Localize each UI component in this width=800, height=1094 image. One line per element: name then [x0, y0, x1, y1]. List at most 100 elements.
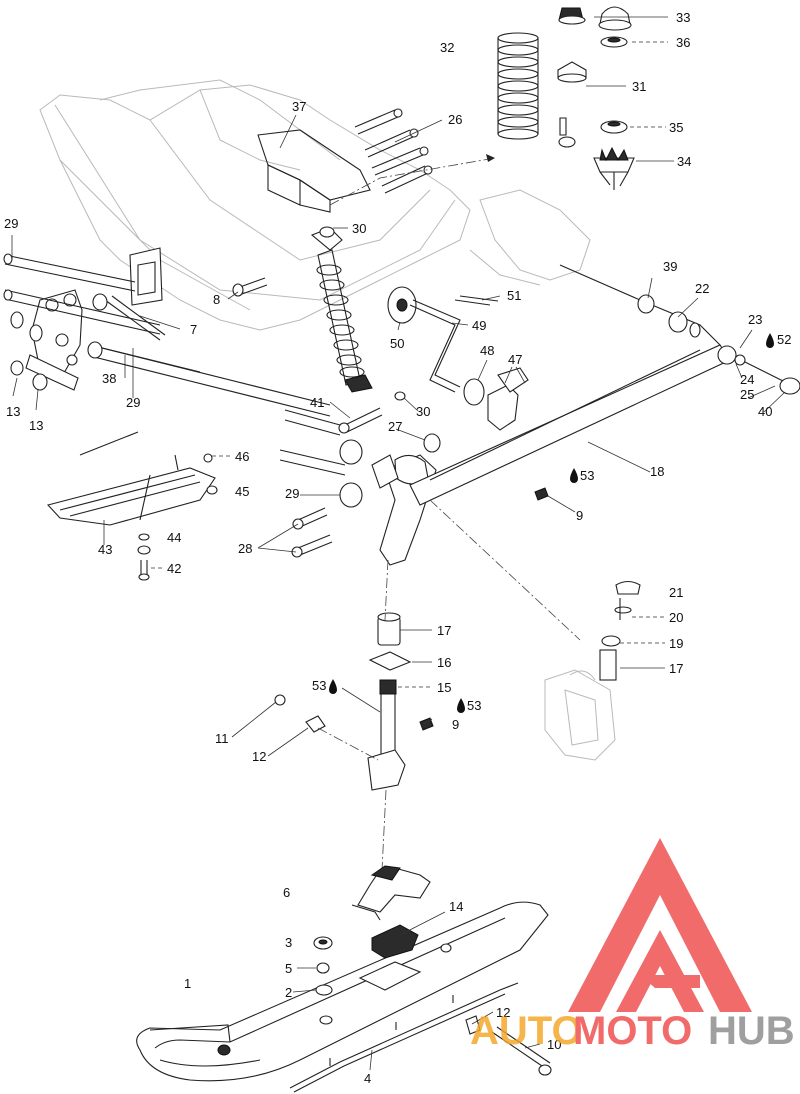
centerline [381, 559, 389, 871]
ski-saddle-6 [351, 865, 431, 921]
callout-30-mid: 30 [416, 404, 430, 419]
watermark-text-hub: HUB [708, 1009, 795, 1053]
callout-13-right: 13 [29, 418, 43, 433]
callout-12-lower: 12 [496, 1005, 510, 1020]
callout-12-upper: 12 [252, 749, 266, 764]
callout-19: 19 [669, 636, 683, 651]
arm-49-50 [387, 286, 499, 393]
callout-48: 48 [480, 343, 494, 358]
bushings-27-29 [339, 433, 441, 508]
callout-13-left: 13 [6, 404, 20, 419]
callout-20: 20 [669, 610, 683, 625]
bolt-41 [338, 391, 406, 434]
center-column-parts [274, 612, 434, 791]
sway-bar-hardware [559, 264, 721, 346]
callout-22: 22 [695, 281, 709, 296]
watermark-text-auto: AUTO [470, 1009, 583, 1053]
spring-32 [497, 32, 539, 140]
callout-41: 41 [310, 395, 324, 410]
arrow-head-top [486, 154, 495, 162]
tie-rod-18 [409, 344, 800, 506]
callout-10: 10 [547, 1037, 561, 1052]
callout-49: 49 [472, 318, 486, 333]
oil-drop-icons [329, 333, 774, 713]
callout-45: 45 [235, 484, 249, 499]
callout-47: 47 [508, 352, 522, 367]
callout-1: 1 [184, 976, 191, 991]
oil-drop-icon [766, 333, 774, 348]
bolt-8 [232, 277, 268, 297]
callout-16: 16 [437, 655, 451, 670]
centerline-12 [317, 727, 379, 761]
bushings-13 [10, 311, 48, 391]
callout-31: 31 [632, 79, 646, 94]
clamps-47-48 [463, 367, 529, 431]
callout-17-center: 17 [437, 623, 451, 638]
callout-51: 51 [507, 288, 521, 303]
watermark-text-moto: MOTO [573, 1009, 692, 1053]
callout-42: 42 [167, 561, 181, 576]
callout-25: 25 [740, 387, 754, 402]
callout-5: 5 [285, 961, 292, 976]
steering-spindle [371, 454, 437, 566]
bolts-28 [291, 507, 333, 558]
oil-drop-icon [457, 698, 465, 713]
callout-11: 11 [215, 731, 229, 746]
callout-37: 37 [292, 99, 306, 114]
ski-bolt-10 [465, 1015, 552, 1076]
watermark-triangle-icon [568, 838, 752, 1012]
callout-30-top: 30 [352, 221, 366, 236]
ski-pad-14 [371, 924, 419, 959]
spring-hardware [557, 6, 635, 190]
watermark-logo: AUTO MOTO HUB [470, 838, 795, 1053]
callout-4: 4 [364, 1071, 371, 1086]
axle-rods [3, 253, 346, 476]
ski-stopper [46, 431, 218, 581]
right-spindle-parts [544, 580, 641, 761]
callout-27: 27 [388, 419, 402, 434]
callout-2: 2 [285, 985, 292, 1000]
centerline-right [429, 499, 581, 641]
callout-8: 8 [213, 292, 220, 307]
callout-21: 21 [669, 585, 683, 600]
callout-33: 33 [676, 10, 690, 25]
callout-34: 34 [677, 154, 691, 169]
oil-drop-icon [329, 679, 337, 694]
callout-29-left: 29 [4, 216, 18, 231]
ski-hardware-3-5-2 [313, 936, 333, 996]
callout-26: 26 [448, 112, 462, 127]
callout-35: 35 [669, 120, 683, 135]
callout-36: 36 [676, 35, 690, 50]
callout-labels: 33 36 32 31 37 26 35 34 30 29 39 22 51 2… [4, 10, 791, 1086]
callout-50: 50 [390, 336, 404, 351]
callout-43: 43 [98, 542, 112, 557]
arrow-line-top [329, 157, 496, 206]
small-fastener-9a [534, 487, 549, 501]
callout-44: 44 [167, 530, 181, 545]
bracket-37 [257, 129, 371, 213]
callout-14: 14 [449, 899, 463, 914]
pivot-plate [25, 289, 83, 391]
callout-40: 40 [758, 404, 772, 419]
callout-6: 6 [283, 885, 290, 900]
callout-53-center: 53 [312, 678, 326, 693]
oil-drop-icon [570, 468, 578, 483]
callout-23: 23 [748, 312, 762, 327]
callout-15: 15 [437, 680, 451, 695]
callout-38: 38 [102, 371, 116, 386]
callout-9-upper: 9 [576, 508, 583, 523]
callout-24: 24 [740, 372, 754, 387]
shock-absorber [310, 226, 373, 393]
callout-53-upper: 53 [580, 468, 594, 483]
callout-52: 52 [777, 332, 791, 347]
callout-53-right: 53 [467, 698, 481, 713]
callout-46: 46 [235, 449, 249, 464]
leader-lines [11, 16, 786, 1071]
callout-28: 28 [238, 541, 252, 556]
callout-3: 3 [285, 935, 292, 950]
callout-9-lower: 9 [452, 717, 459, 732]
pivot-bracket [129, 247, 163, 306]
callout-17-right: 17 [669, 661, 683, 676]
callout-7: 7 [190, 322, 197, 337]
callout-39: 39 [663, 259, 677, 274]
